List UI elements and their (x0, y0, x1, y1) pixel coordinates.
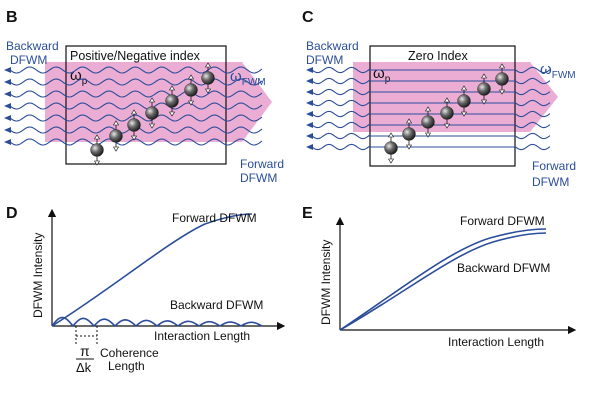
panel-c-atom (402, 118, 416, 150)
panel-c-backward-arrow (306, 67, 313, 73)
panel-c-backward-label-2: DFWM (306, 53, 343, 67)
panel-b-backward-arrow (4, 115, 11, 121)
panel-b-wave (9, 78, 263, 86)
panel-c-atom (495, 63, 509, 95)
panel-b-fwm-label: ωFWM (230, 68, 266, 88)
panel-d-pi: π (80, 343, 90, 359)
panel-c-wave (311, 99, 551, 107)
panel-c-atom (440, 97, 454, 129)
panel-b-backward-arrow (4, 67, 11, 73)
panel-b-backward-arrow (4, 139, 11, 145)
panel-c-backward-arrow (306, 111, 313, 117)
panel-c-waves (306, 66, 551, 151)
panel-c-wave (311, 143, 551, 151)
panel-c-backward-arrow (306, 122, 313, 128)
panel-e-backward-curve (339, 232, 547, 331)
panel-d-x-label: Interaction Length (154, 329, 250, 343)
panel-b-atom (145, 97, 159, 129)
panel-b-backward-label-1: Backward (6, 39, 59, 53)
panel-b-atoms (90, 62, 215, 166)
panel-b-wave (9, 90, 263, 98)
panel-b-backward-arrow (4, 103, 11, 109)
panel-d-forward-curve (51, 213, 253, 327)
panel-c-wave (311, 88, 551, 96)
panel-e: E DFWM Intensity Interaction Length Forw… (302, 205, 577, 349)
panel-b-backward-arrow (4, 127, 11, 133)
panel-b: B Positive/Negative index ωp ωFWM Backwa… (4, 9, 284, 185)
panel-b-atom (165, 85, 179, 117)
panel-d-backward-label: Backward DFWM (170, 298, 263, 312)
panel-b-forward-label-1: Forward (240, 157, 284, 171)
panel-c-backward-arrow (306, 78, 313, 84)
panel-b-backward-arrow (4, 91, 11, 97)
panel-c-wave (311, 110, 551, 118)
panel-b-forward-label-2: DFWM (240, 171, 277, 185)
panel-c-atom (421, 106, 435, 138)
panel-c-atom (457, 85, 471, 117)
panel-c-backward-arrow (306, 144, 313, 150)
panel-d-forward-label: Forward DFWM (172, 211, 257, 225)
panel-d: D DFWM Intensity Interaction Length Forw… (6, 205, 286, 375)
panel-c-forward-label-1: Forward (532, 159, 576, 173)
panel-c-backward-arrow (306, 133, 313, 139)
panel-c: C Zero Index ωp ωFWM Backward DFWM Forwa… (302, 9, 576, 189)
panel-d-backward-curve (51, 316, 263, 328)
panel-c-backward-label-1: Backward (306, 39, 359, 53)
panel-e-forward-curve (339, 228, 547, 331)
panel-b-wave (9, 138, 263, 146)
panel-b-atom (184, 74, 198, 106)
panel-e-y-label: DFWM Intensity (319, 240, 333, 325)
panel-b-wave (9, 102, 263, 110)
panel-c-wave (311, 77, 551, 85)
panel-b-atom (201, 62, 215, 94)
panel-e-backward-label: Backward DFWM (457, 261, 550, 275)
panel-b-wave (9, 114, 263, 122)
panel-b-backward-label-2: DFWM (10, 53, 47, 67)
panel-c-backward-arrow (306, 100, 313, 106)
panel-d-dk: Δk (76, 360, 92, 375)
panel-c-backward-arrow (306, 89, 313, 95)
panel-d-coherence-1: Coherence (100, 346, 159, 360)
panel-c-wave (311, 66, 551, 74)
panel-c-atoms (384, 63, 509, 164)
panel-b-medium-box (65, 45, 227, 165)
panel-c-title: Zero Index (408, 49, 469, 63)
panel-b-atom (127, 109, 141, 141)
panel-e-x-label: Interaction Length (448, 335, 544, 349)
panel-b-letter: B (6, 9, 18, 26)
panel-b-atom (109, 120, 123, 152)
panel-c-forward-label-2: DFWM (532, 175, 569, 189)
panel-c-letter: C (302, 9, 314, 26)
panel-d-letter: D (6, 205, 18, 222)
panel-b-wave (9, 66, 263, 74)
panel-d-y-label: DFWM Intensity (31, 233, 45, 318)
panel-b-atom (90, 134, 104, 166)
panel-e-letter: E (302, 205, 313, 222)
panel-c-medium-box (369, 45, 516, 167)
panel-d-coherence-2: Length (108, 359, 145, 373)
panel-c-atom (477, 73, 491, 105)
panel-c-pump-label: ωp (373, 65, 391, 85)
panel-b-backward-arrow (4, 79, 11, 85)
panel-c-atom (384, 132, 398, 164)
panel-b-title: Positive/Negative index (70, 49, 201, 63)
panel-c-wave (311, 132, 551, 140)
panel-e-forward-label: Forward DFWM (460, 214, 545, 228)
panel-c-fwm-label: ωFWM (540, 61, 576, 81)
